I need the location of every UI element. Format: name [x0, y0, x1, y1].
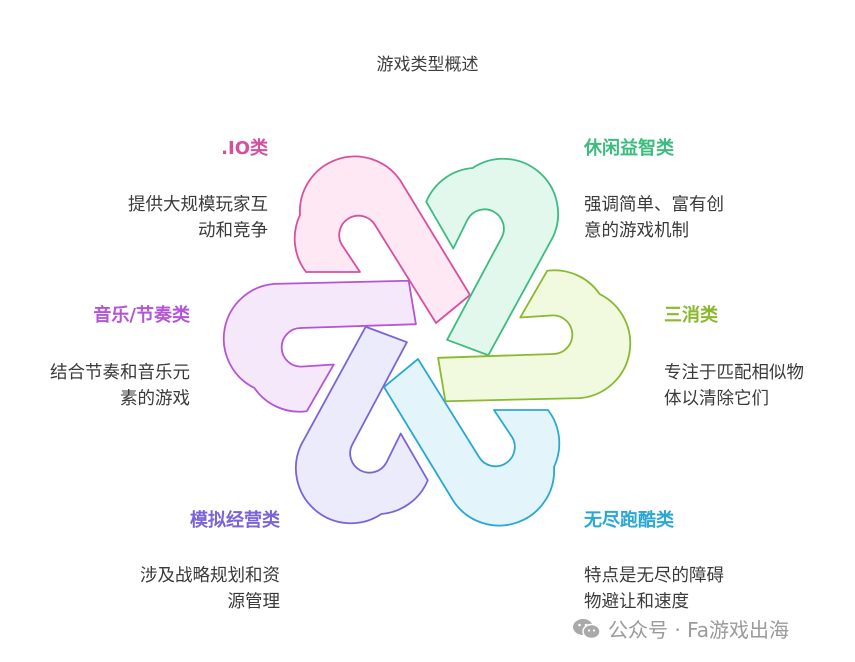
category-desc-endless-runner: 特点是无尽的障碍 物避让和速度: [584, 563, 724, 615]
loop-segment: [294, 325, 429, 525]
watermark-text: 公众号 · Fa游戏出海: [608, 618, 789, 642]
loop-segment: [222, 279, 417, 413]
category-title-io: .IO类: [221, 138, 268, 159]
desc-line: 涉及战略规划和资: [140, 566, 280, 586]
category-title-endless-runner: 无尽跑酷类: [584, 510, 674, 531]
loop-segment: [293, 155, 471, 324]
desc-line: 源管理: [227, 592, 281, 612]
watermark: 公众号 · Fa游戏出海: [572, 614, 789, 643]
category-title-simulation: 模拟经营类: [190, 510, 280, 531]
desc-line: 强调简单、富有创: [584, 195, 724, 215]
loop-segment: [437, 269, 632, 403]
desc-line: 专注于匹配相似物: [664, 363, 804, 383]
wechat-icon: [573, 618, 601, 639]
desc-line: 提供大规模玩家互: [128, 195, 268, 215]
desc-line: 物避让和速度: [584, 592, 689, 612]
diagram-title: 游戏类型概述: [376, 55, 479, 75]
loop-segment: [425, 157, 560, 357]
category-desc-casual-puzzle: 强调简单、富有创 意的游戏机制: [584, 192, 724, 244]
category-title-match-three: 三消类: [664, 305, 718, 326]
desc-line: 体以清除它们: [664, 389, 769, 409]
desc-line: 素的游戏: [120, 389, 190, 409]
category-desc-simulation: 涉及战略规划和资 源管理: [140, 563, 280, 615]
desc-line: 结合节奏和音乐元: [50, 363, 190, 383]
desc-line: 特点是无尽的障碍: [584, 566, 724, 586]
category-title-casual-puzzle: 休闲益智类: [584, 138, 674, 159]
category-desc-io: 提供大规模玩家互 动和竞争: [128, 192, 268, 244]
desc-line: 意的游戏机制: [584, 221, 689, 241]
category-desc-music-rhythm: 结合节奏和音乐元 素的游戏: [50, 360, 190, 412]
desc-line: 动和竞争: [198, 221, 268, 241]
loop-segment: [383, 358, 561, 527]
category-desc-match-three: 专注于匹配相似物 体以清除它们: [664, 360, 804, 412]
category-title-music-rhythm: 音乐/节奏类: [93, 305, 190, 326]
